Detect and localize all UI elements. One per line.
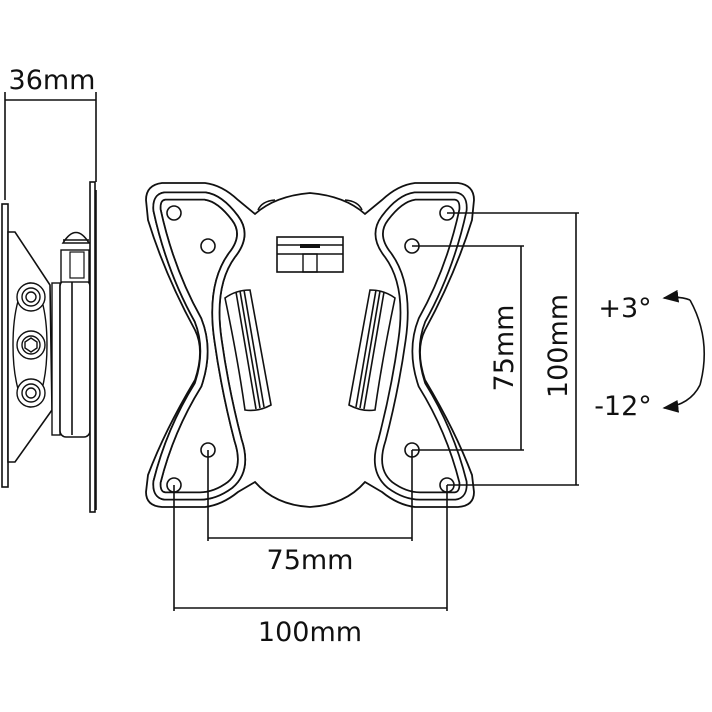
dimension-vertical-100: 100mm: [447, 212, 579, 486]
top-tabs: [257, 199, 363, 211]
hole-75-top-left: [200, 238, 216, 254]
screw-head-icon: [61, 231, 91, 244]
horizontal-75-label: 75mm: [267, 545, 354, 576]
tilt-arrow-up-icon: [662, 289, 691, 303]
dimension-vertical-75: 75mm: [412, 245, 524, 451]
tilt-arc: [689, 299, 705, 386]
tilt-indicator: +3° -12°: [594, 289, 705, 422]
vertical-75-label: 75mm: [489, 305, 520, 392]
plate-rims: [157, 191, 468, 501]
slot-left: [224, 289, 272, 412]
slot-right: [348, 289, 396, 412]
dimension-horizontal-75: 75mm: [207, 450, 413, 576]
vesa-plate-side: [89, 181, 96, 513]
locking-clip: [276, 236, 344, 273]
tilt-down-label: -12°: [594, 391, 652, 422]
tilt-arm: [59, 279, 91, 438]
tilt-up-label: +3°: [598, 293, 651, 324]
vertical-100-label: 100mm: [543, 294, 574, 398]
depth-label: 36mm: [9, 65, 96, 96]
side-view: 36mm: [1, 65, 97, 513]
hole-100-top-left: [166, 205, 182, 221]
tilt-arrow-down-icon: [662, 384, 701, 413]
arm-spacer: [51, 282, 61, 436]
wall-plate: [1, 203, 9, 488]
front-view: [145, 182, 475, 508]
dimension-horizontal-100: 100mm: [173, 485, 448, 648]
vesa-plate-outline: [145, 182, 475, 508]
pivot-nuts: [16, 282, 46, 408]
horizontal-100-label: 100mm: [258, 617, 362, 648]
screw-body: [60, 249, 90, 283]
